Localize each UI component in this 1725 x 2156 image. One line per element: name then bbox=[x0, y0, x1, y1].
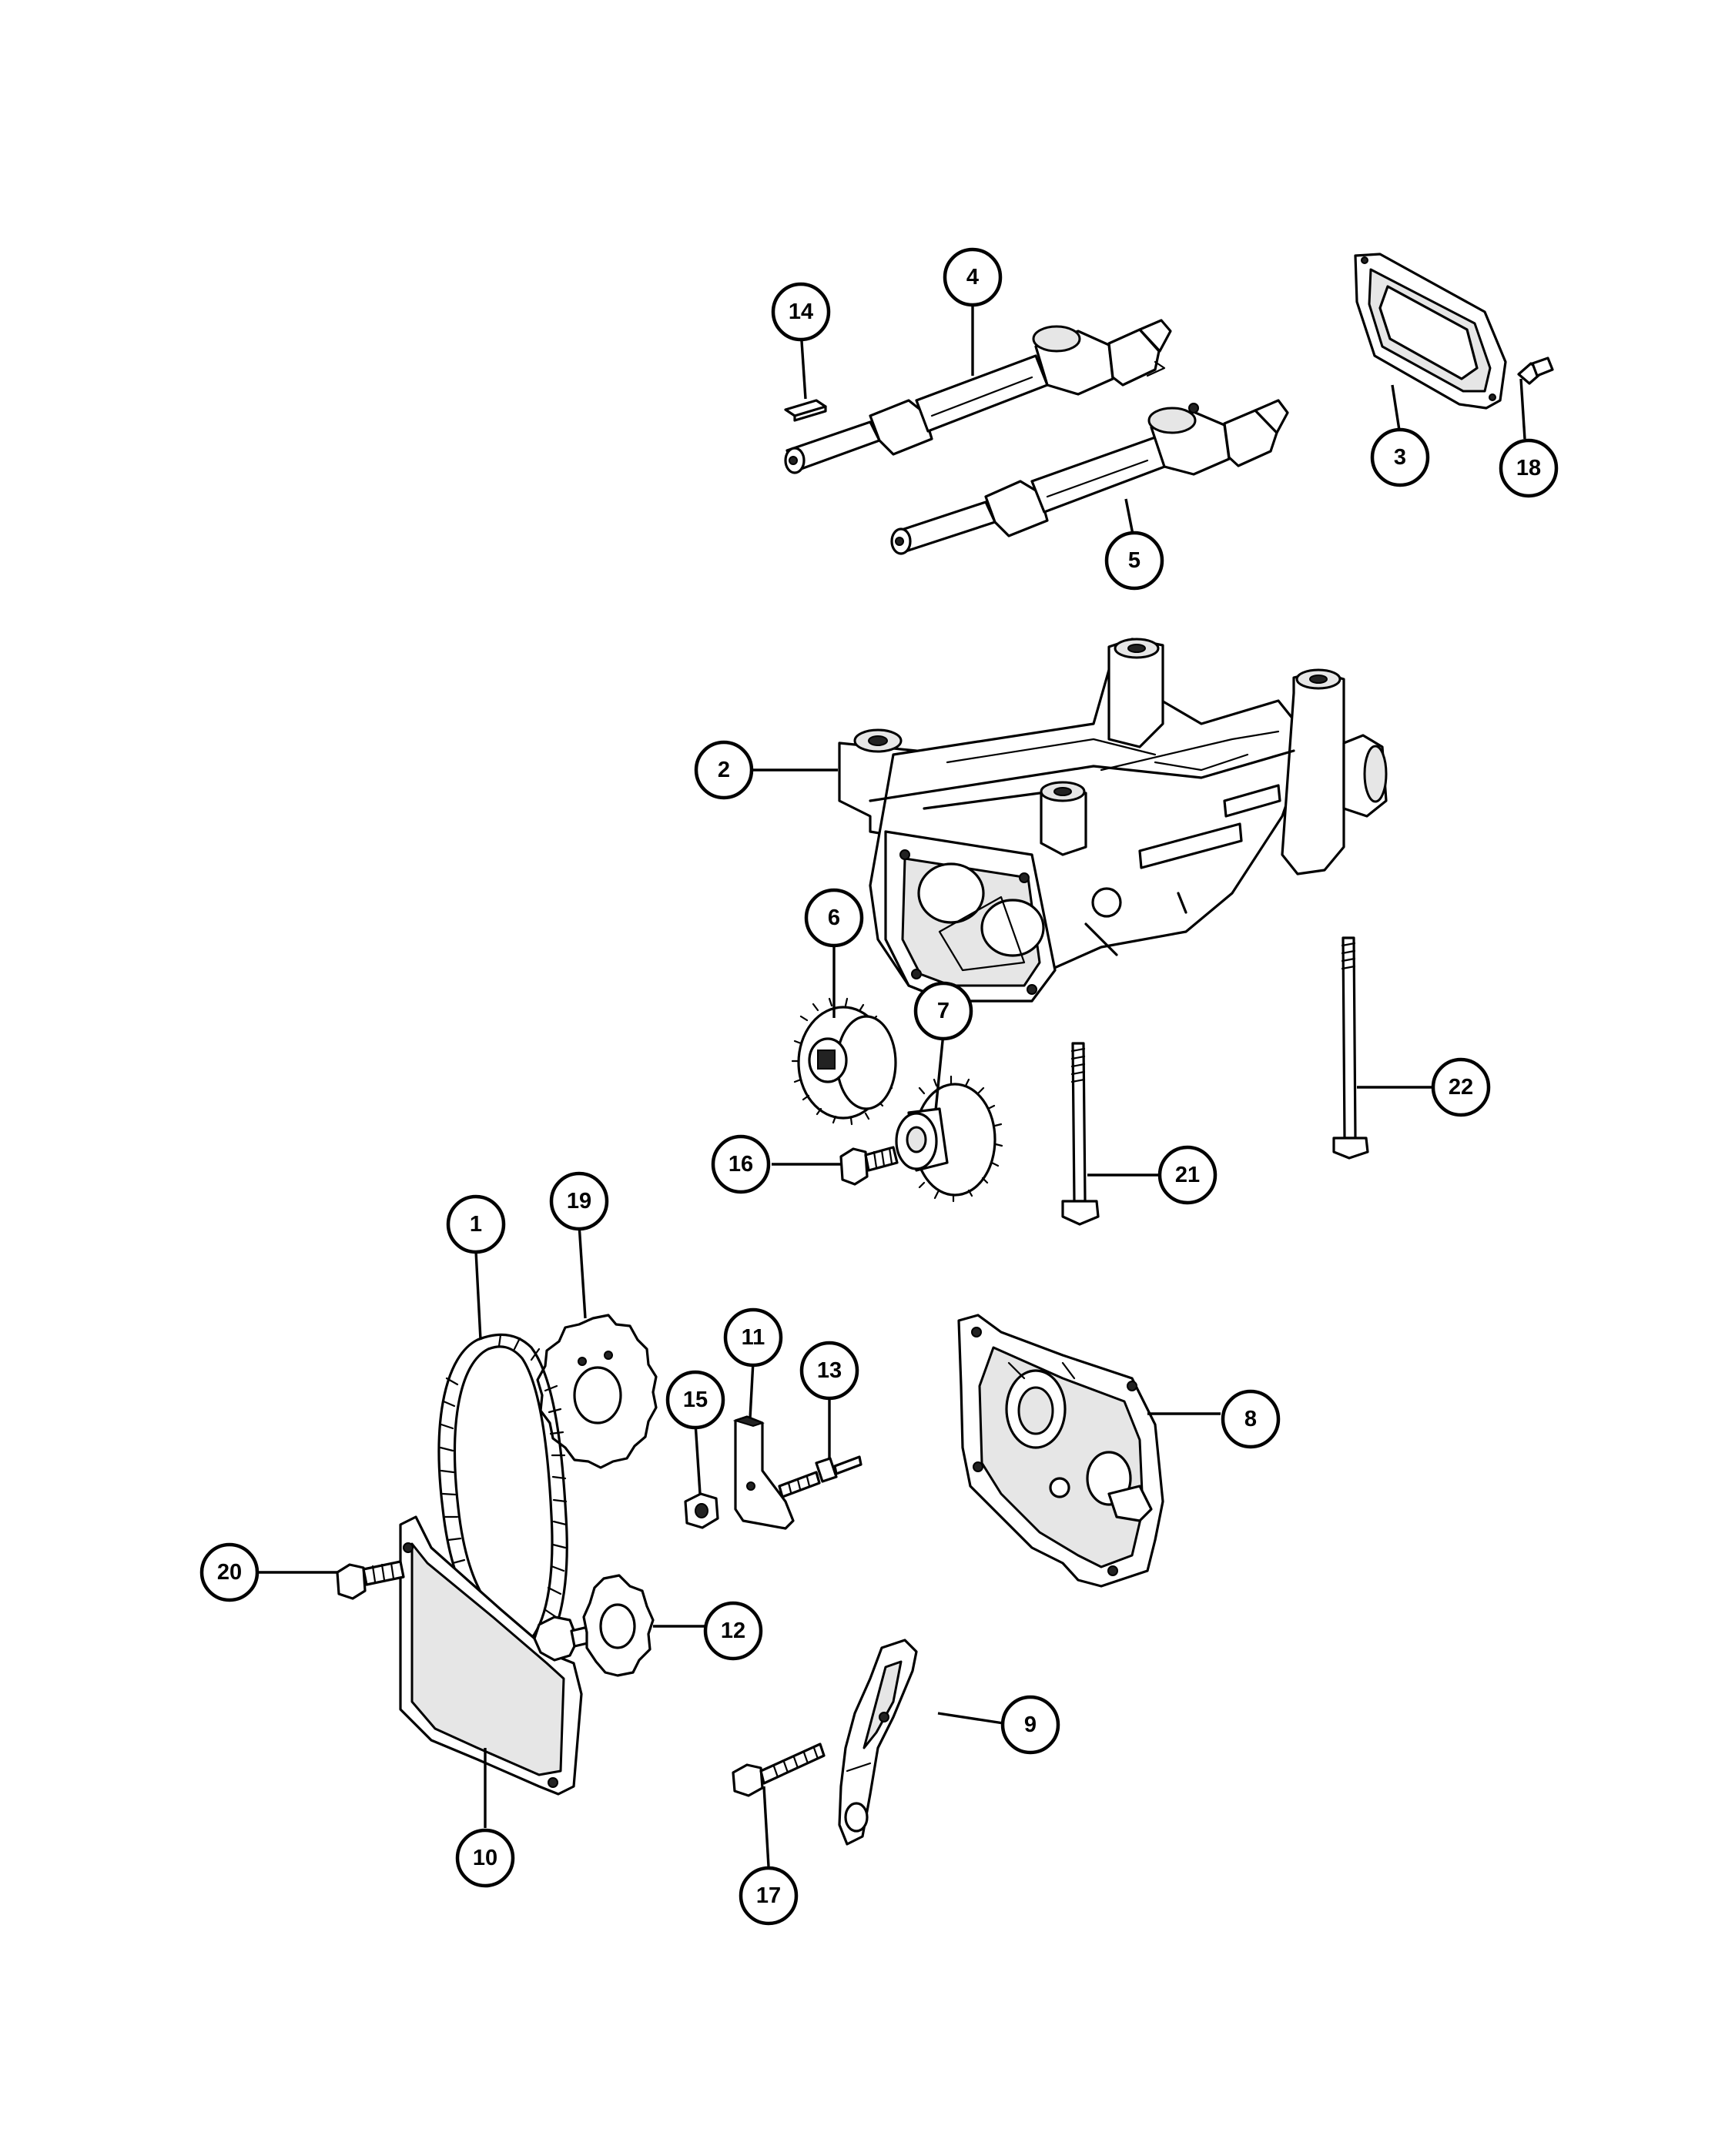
callout-label: 4 bbox=[966, 265, 979, 290]
callout-label: 9 bbox=[1024, 1712, 1037, 1737]
callout-4: 4 bbox=[943, 247, 1003, 307]
leader-lines bbox=[259, 299, 1526, 1867]
part-18-bolt[interactable] bbox=[1517, 357, 1554, 385]
callout-label: 17 bbox=[756, 1883, 781, 1908]
callout-label: 5 bbox=[1128, 548, 1141, 573]
callout-label: 8 bbox=[1244, 1407, 1257, 1431]
part-11-bracket[interactable] bbox=[732, 1415, 795, 1530]
callout-9: 9 bbox=[1000, 1695, 1060, 1755]
leader-7 bbox=[934, 1033, 945, 1111]
leader-17 bbox=[762, 1786, 770, 1867]
leader-18 bbox=[1519, 378, 1526, 440]
part-17-bolt[interactable] bbox=[732, 1743, 826, 1797]
part-12-sprocket[interactable] bbox=[533, 1574, 655, 1677]
callout-1: 1 bbox=[446, 1194, 506, 1254]
leader-11 bbox=[749, 1361, 755, 1419]
part-14-woodruff-key[interactable] bbox=[784, 399, 827, 422]
callout-label: 6 bbox=[828, 906, 840, 930]
part-2-balance-shaft-housing[interactable] bbox=[838, 638, 1388, 1003]
part-21-long-bolt[interactable] bbox=[1061, 1042, 1100, 1226]
part-6-gear[interactable] bbox=[791, 997, 897, 1126]
callout-label: 13 bbox=[817, 1358, 842, 1383]
callout-19: 19 bbox=[549, 1171, 609, 1231]
callout-6: 6 bbox=[804, 888, 864, 948]
callout-label: 12 bbox=[721, 1619, 745, 1643]
leader-1 bbox=[474, 1250, 482, 1341]
callout-label: 16 bbox=[729, 1152, 753, 1177]
part-7-gear[interactable] bbox=[895, 1075, 1003, 1203]
part-20-bolt[interactable] bbox=[336, 1560, 405, 1600]
callout-label: 10 bbox=[473, 1846, 497, 1870]
part-8-housing[interactable] bbox=[957, 1314, 1164, 1588]
callout-18: 18 bbox=[1499, 438, 1559, 498]
callout-21: 21 bbox=[1157, 1145, 1218, 1205]
part-15-nut[interactable] bbox=[684, 1492, 719, 1529]
callout-20: 20 bbox=[199, 1542, 260, 1602]
callout-label: 18 bbox=[1516, 456, 1541, 480]
part-16-bolt[interactable] bbox=[839, 1146, 899, 1186]
leader-3 bbox=[1391, 384, 1402, 436]
callout-label: 11 bbox=[742, 1325, 765, 1350]
callout-label: 22 bbox=[1449, 1075, 1473, 1100]
callout-5: 5 bbox=[1104, 531, 1164, 591]
callout-11: 11 bbox=[723, 1307, 783, 1368]
callout-17: 17 bbox=[739, 1866, 799, 1926]
part-5-balance-shaft-lower[interactable] bbox=[890, 399, 1289, 555]
leader-19 bbox=[578, 1224, 587, 1319]
callout-label: 19 bbox=[567, 1189, 591, 1214]
part-22-long-bolt[interactable] bbox=[1332, 936, 1369, 1160]
callout-label: 2 bbox=[718, 758, 730, 782]
callout-7: 7 bbox=[913, 981, 973, 1041]
part-13-stud[interactable] bbox=[778, 1455, 862, 1498]
callout-13: 13 bbox=[799, 1341, 859, 1401]
part-4-balance-shaft-upper[interactable] bbox=[784, 319, 1172, 474]
callout-8: 8 bbox=[1221, 1389, 1281, 1449]
callout-14: 14 bbox=[771, 282, 831, 342]
callout-15: 15 bbox=[665, 1370, 725, 1430]
part-19-sprocket[interactable] bbox=[536, 1314, 658, 1469]
callout-label: 3 bbox=[1394, 445, 1406, 470]
part-10-chain-guide[interactable] bbox=[399, 1515, 583, 1796]
callout-label: 20 bbox=[217, 1560, 242, 1585]
callout-label: 14 bbox=[789, 300, 813, 324]
callout-label: 7 bbox=[937, 999, 950, 1023]
part-3-cover[interactable] bbox=[1354, 253, 1507, 410]
callout-16: 16 bbox=[711, 1134, 771, 1194]
callout-22: 22 bbox=[1431, 1057, 1491, 1117]
leader-9 bbox=[937, 1712, 1004, 1725]
callout-label: 15 bbox=[683, 1388, 708, 1412]
callout-3: 3 bbox=[1370, 427, 1430, 487]
leader-15 bbox=[694, 1422, 702, 1495]
part-9-tensioner-arm[interactable] bbox=[838, 1639, 918, 1846]
callout-2: 2 bbox=[694, 740, 754, 800]
callout-12: 12 bbox=[703, 1601, 763, 1661]
callout-label: 21 bbox=[1175, 1163, 1200, 1187]
callout-10: 10 bbox=[455, 1828, 515, 1888]
callout-label: 1 bbox=[470, 1212, 482, 1237]
